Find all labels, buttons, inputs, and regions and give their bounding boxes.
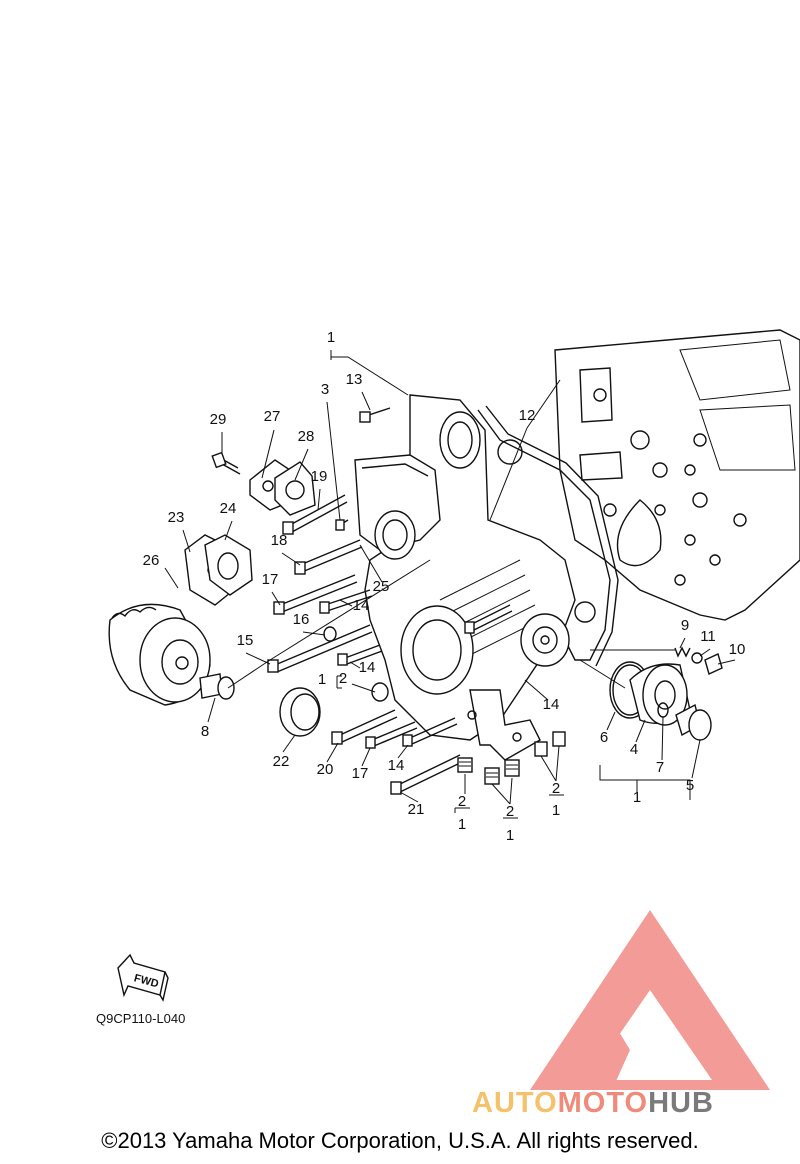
callout-c24: 24 xyxy=(220,500,237,517)
callout-c14b: 14 xyxy=(359,659,376,676)
callout-c2c: 2 xyxy=(506,803,514,820)
callout-c1c: 1 xyxy=(458,816,466,833)
callout-c6: 6 xyxy=(600,729,608,746)
callout-c16: 16 xyxy=(293,611,310,628)
callout-c4: 4 xyxy=(630,741,638,758)
oil-seal-22 xyxy=(279,687,321,737)
spring-9 xyxy=(674,646,691,658)
callout-c1a: 1 xyxy=(327,329,335,346)
union-bolt-8 xyxy=(199,673,235,700)
svg-text:AUTOMOTOHUB: AUTOMOTOHUB xyxy=(472,1087,714,1119)
callout-c29: 29 xyxy=(210,411,227,428)
callout-c15: 15 xyxy=(237,632,254,649)
callout-c2a: 2 xyxy=(339,670,347,687)
callout-c5: 5 xyxy=(686,777,694,794)
cover-4 xyxy=(629,663,691,726)
callout-c17a: 17 xyxy=(262,571,279,588)
callout-c2b: 2 xyxy=(458,793,466,810)
watermark-logo xyxy=(530,910,770,1090)
plugs-2 xyxy=(371,682,566,785)
callout-c8: 8 xyxy=(201,723,209,740)
callout-c12: 12 xyxy=(519,407,536,424)
callout-c26: 26 xyxy=(143,552,160,569)
callout-c19: 19 xyxy=(311,468,328,485)
bolts xyxy=(211,407,513,795)
callout-c1d: 1 xyxy=(506,827,514,844)
callout-c23: 23 xyxy=(168,509,185,526)
plug-10 xyxy=(704,653,723,675)
callout-c27: 27 xyxy=(264,408,281,425)
callout-c1e: 1 xyxy=(552,802,560,819)
gasket-28 xyxy=(274,461,316,516)
callout-c20: 20 xyxy=(317,761,334,778)
callout-c11: 11 xyxy=(700,628,716,645)
callout-c1b: 1 xyxy=(318,671,326,688)
part-code: Q9CP110-L040 xyxy=(96,1011,185,1026)
watermark-text: AUTOMOTOHUB xyxy=(472,1087,714,1119)
callout-c28: 28 xyxy=(298,428,315,445)
callout-c9: 9 xyxy=(681,617,689,634)
callout-c13: 13 xyxy=(346,371,363,388)
callout-c14a: 14 xyxy=(353,597,370,614)
gasket-24 xyxy=(204,534,253,596)
oil-filter xyxy=(108,603,211,706)
callout-c22: 22 xyxy=(273,753,290,770)
watermark-moto: MOTO xyxy=(558,1087,648,1119)
callout-c2d: 2 xyxy=(552,780,560,797)
fwd-arrow: FWD xyxy=(117,953,169,1002)
front-housing xyxy=(354,394,576,761)
watermark-auto: AUTO xyxy=(472,1087,558,1119)
callout-c14d: 14 xyxy=(388,757,405,774)
callout-c3: 3 xyxy=(321,381,329,398)
ball-11 xyxy=(691,652,703,664)
copyright-notice: ©2013 Yamaha Motor Corporation, U.S.A. A… xyxy=(101,1128,699,1153)
gasket-12 xyxy=(477,405,619,667)
leader-lines xyxy=(164,350,736,819)
callout-c25: 25 xyxy=(373,578,390,595)
callout-c17b: 17 xyxy=(352,765,369,782)
callout-c7: 7 xyxy=(656,759,664,776)
watermark-hub: HUB xyxy=(648,1087,714,1119)
callout-c18: 18 xyxy=(271,532,288,549)
callout-c10: 10 xyxy=(729,641,746,658)
callout-c21: 21 xyxy=(408,801,425,818)
callout-c14c: 14 xyxy=(543,696,560,713)
watermark-m-stroke xyxy=(560,1000,630,1090)
engine-back-plate xyxy=(554,329,800,621)
callout-c1f: 1 xyxy=(633,789,641,806)
plug-5 xyxy=(675,703,712,741)
